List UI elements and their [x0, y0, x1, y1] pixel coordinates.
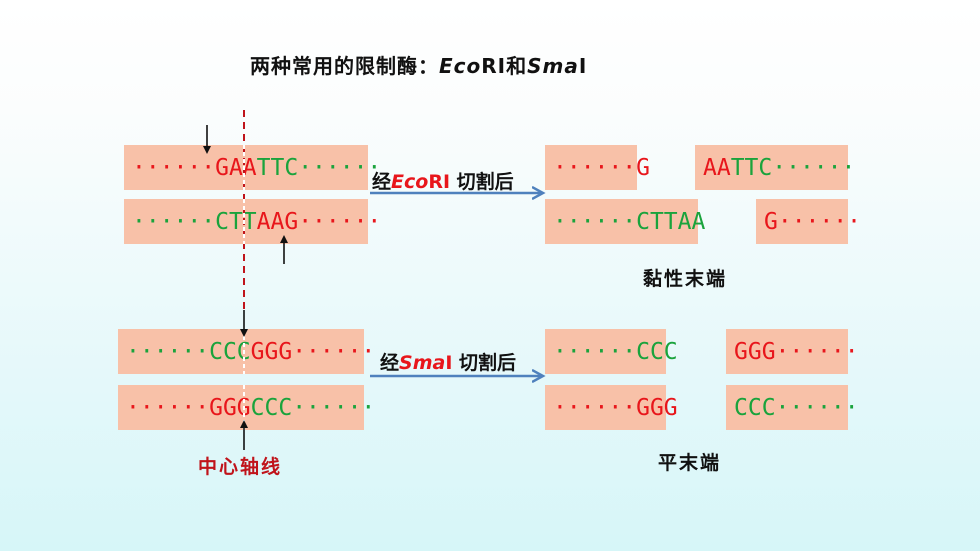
ecori-top-strand: ······GAA TTC······ [124, 145, 381, 190]
sticky-end-label: 黏性末端 [643, 268, 728, 290]
ecori-bottom-strand: ······CTT AAG······ [124, 199, 381, 244]
smai-result-top-right: GGG······ [726, 329, 859, 374]
ecori-arrow-label: 经EcoRⅠ 切割后 [372, 171, 514, 193]
smai-result-bottom-right: CCC······ [726, 385, 859, 430]
ecori-result-top-left: ······G [545, 145, 650, 190]
smai-arrow-label: 经SmaⅠ 切割后 [380, 352, 517, 374]
smai-top-strand: ······CCC GGG······ [118, 329, 375, 374]
center-axis-label: 中心轴线 [198, 456, 283, 478]
smai-result-bottom-left: ······GGG [545, 385, 678, 430]
page-title: 两种常用的限制酶：EcoRⅠ和SmaⅠ [250, 54, 588, 78]
blunt-end-label: 平末端 [658, 452, 722, 474]
smai-result-top-left: ······CCC [545, 329, 678, 374]
ecori-result-bottom-right: G······ [756, 199, 861, 244]
